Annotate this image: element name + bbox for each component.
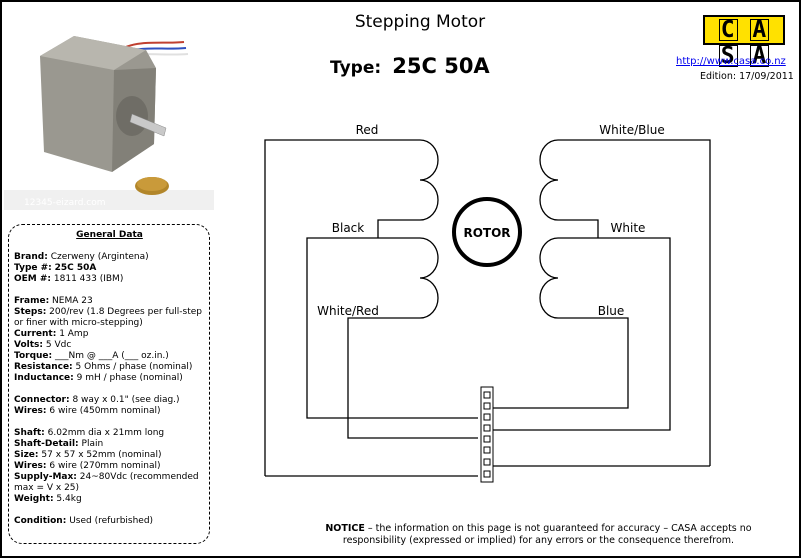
spec-value: ___Nm @ ___A (___ oz.in.) (55, 351, 169, 361)
wire-label-black: Black (332, 221, 365, 235)
spec-label: Frame: (14, 296, 50, 306)
spec-value: 9 mH / phase (nominal) (76, 373, 183, 383)
spec-label: OEM #: (14, 274, 52, 284)
general-data-list: Brand: Czerweny (Argintena)Type #: 25C 5… (14, 252, 205, 527)
spec-value: 1811 433 (IBM) (53, 274, 124, 284)
left-coil-lower (378, 237, 439, 319)
logo-letter: A (750, 43, 770, 69)
right-coil-lower (539, 237, 598, 319)
spec-row: Supply-Max: 24~80Vdc (recommended max = … (14, 472, 205, 494)
section-gap (14, 384, 205, 395)
connector-block (480, 386, 494, 483)
page-title: Stepping Motor (354, 12, 486, 32)
wire-label-blue: Blue (598, 304, 625, 318)
spec-value: 25C 50A (54, 263, 97, 273)
notice-body: – the information on this page is not gu… (342, 523, 752, 546)
rotor-label: ROTOR (463, 226, 510, 240)
spec-row: Wires: 6 wire (270mm nominal) (14, 461, 205, 472)
spec-value: Used (refurbished) (69, 516, 154, 526)
wire-label-white-red: White/Red (317, 304, 379, 318)
right-coil-upper (539, 139, 559, 221)
spec-row: Wires: 6 wire (450mm nominal) (14, 406, 205, 417)
spec-value: 57 x 57 x 52mm (nominal) (41, 450, 162, 460)
logo-letter: C (718, 17, 738, 43)
spec-value: Czerweny (Argintena) (50, 252, 149, 262)
logo-letter: A (750, 17, 770, 43)
spec-value: 200/rev (1.8 Degrees per full-step or fi… (14, 307, 203, 328)
spec-row: Size: 57 x 57 x 52mm (nominal) (14, 450, 205, 461)
spec-row: Shaft: 6.02mm dia x 21mm long (14, 428, 205, 439)
spec-label: Volts: (14, 340, 43, 350)
wire-label-red: Red (356, 123, 379, 137)
spec-row: Type #: 25C 50A (14, 263, 205, 274)
spec-label: Current: (14, 329, 57, 339)
spec-label: Torque: (14, 351, 53, 361)
wire-label-white-blue: White/Blue (599, 123, 665, 137)
general-data-heading: General Data (76, 230, 143, 240)
spec-label: Inductance: (14, 373, 74, 383)
spec-label: Condition: (14, 516, 67, 526)
spec-label: Shaft-Detail: (14, 439, 79, 449)
spec-row: Inductance: 9 mH / phase (nominal) (14, 373, 205, 384)
spec-row: Connector: 8 way x 0.1" (see diag.) (14, 395, 205, 406)
spec-value: 8 way x 0.1" (see diag.) (72, 395, 180, 405)
spec-row: Steps: 200/rev (1.8 Degrees per full-ste… (14, 307, 205, 329)
section-gap (14, 285, 205, 296)
wiring-diagram: ROTOR Red Black White/Red White/Blue Whi… (264, 123, 711, 483)
spec-label: Size: (14, 450, 39, 460)
section-gap (14, 417, 205, 428)
spec-value: 6 wire (450mm nominal) (49, 406, 161, 416)
type-heading: Type: 25C 50A (330, 54, 490, 78)
spec-row: Volts: 5 Vdc (14, 340, 205, 351)
spec-row: Current: 1 Amp (14, 329, 205, 340)
logo-letter: S (718, 43, 738, 69)
spec-label: Brand: (14, 252, 48, 262)
spec-row: Resistance: 5 Ohms / phase (nominal) (14, 362, 205, 373)
spec-row: OEM #: 1811 433 (IBM) (14, 274, 205, 285)
wire-label-white: White (611, 221, 646, 235)
spec-label: Shaft: (14, 428, 45, 438)
spec-label: Steps: (14, 307, 47, 317)
spec-label: Resistance: (14, 362, 73, 372)
spec-label: Weight: (14, 494, 54, 504)
spec-row: Condition: Used (refurbished) (14, 516, 205, 527)
spec-value: 1 Amp (59, 329, 89, 339)
spec-label: Supply-Max: (14, 472, 77, 482)
casa-logo: C A S A (703, 15, 785, 68)
spec-row: Frame: NEMA 23 (14, 296, 205, 307)
spec-value: 6.02mm dia x 21mm long (47, 428, 165, 438)
spec-value: 24~80Vdc (recommended max = V x 25) (14, 472, 199, 493)
spec-row: Brand: Czerweny (Argintena) (14, 252, 205, 263)
spec-label: Connector: (14, 395, 70, 405)
spec-value: Plain (81, 439, 104, 449)
spec-row: Torque: ___Nm @ ___A (___ oz.in.) (14, 351, 205, 362)
spec-row: Shaft-Detail: Plain (14, 439, 205, 450)
rotor-circle (452, 197, 522, 267)
spec-value: NEMA 23 (52, 296, 93, 306)
type-value: 25C 50A (392, 54, 490, 78)
notice-text: NOTICE – the information on this page is… (296, 523, 781, 547)
spec-label: Wires: (14, 406, 47, 416)
type-label: Type: (330, 58, 382, 78)
spec-label: Wires: (14, 461, 47, 471)
spec-row: Weight: 5.4kg (14, 494, 205, 505)
edition-date: Edition: 17/09/2011 (700, 71, 794, 82)
spec-label: Type #: (14, 263, 52, 273)
notice-label: NOTICE (325, 523, 365, 534)
motor-photo (4, 4, 214, 210)
website-link[interactable]: http://www.casa.co.nz (676, 56, 786, 67)
general-data-card: General Data Brand: Czerweny (Argintena)… (8, 224, 210, 544)
spec-value: 5.4kg (56, 494, 82, 504)
spec-value: 5 Ohms / phase (nominal) (75, 362, 193, 372)
section-gap (14, 505, 205, 516)
spec-value: 5 Vdc (45, 340, 72, 350)
spec-value: 6 wire (270mm nominal) (49, 461, 161, 471)
photo-credit: 12345-eizard.com (24, 198, 106, 208)
left-coil-upper (419, 139, 439, 221)
